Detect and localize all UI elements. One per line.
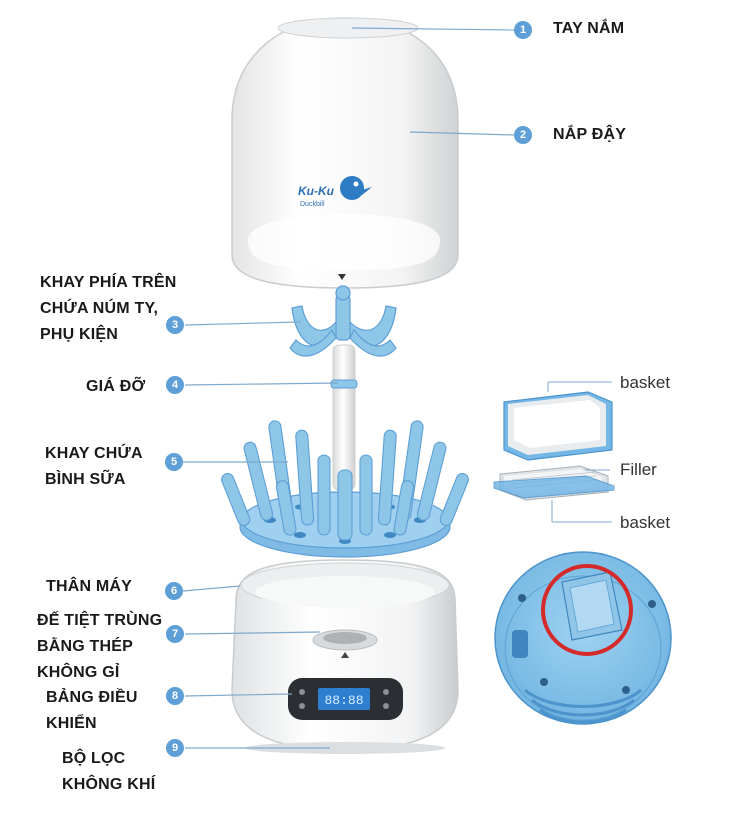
support-pole xyxy=(330,344,358,491)
tag-basket-bottom: basket xyxy=(620,513,671,532)
power-button-icon[interactable] xyxy=(299,689,389,709)
label-khay-phia-tren: KHAY PHÍA TRÊN CHỨA NÚM TY, PHỤ KIỆN xyxy=(40,270,176,348)
label-line: BẰNG THÉP xyxy=(37,638,134,655)
label-line: NẮP ĐẬY xyxy=(553,126,627,143)
label-line: GIÁ ĐỠ xyxy=(86,378,146,395)
highlight-circle-icon xyxy=(541,564,633,656)
marker-3: 3 xyxy=(166,316,184,334)
marker-7: 7 xyxy=(166,625,184,643)
label-tay-nam: TAY NẮM xyxy=(553,16,624,42)
marker-6: 6 xyxy=(165,582,183,600)
label-than-may: THÂN MÁY xyxy=(46,574,132,600)
label-bang-dieu-khien: BẢNG ĐIỀU KHIỂN xyxy=(46,685,138,737)
duck-logo-icon xyxy=(340,176,372,200)
base-underside xyxy=(494,551,672,725)
label-khay-chua: KHAY CHỨA BÌNH SỮA xyxy=(45,441,143,493)
callout-lines xyxy=(182,27,515,749)
label-line: BÌNH SỮA xyxy=(45,471,126,488)
lcd-readout: 88:88 xyxy=(324,693,363,708)
lid-handle-icon xyxy=(277,17,419,39)
marker-9: 9 xyxy=(166,739,184,757)
label-line: KHIỂN xyxy=(46,715,97,732)
bottle-tray xyxy=(221,420,469,558)
label-line: THÂN MÁY xyxy=(46,578,133,595)
marker-5: 5 xyxy=(165,453,183,471)
label-de-tiet-trung: ĐẾ TIỆT TRÙNG BẰNG THÉP KHÔNG GỈ xyxy=(37,608,162,686)
marker-8: 8 xyxy=(166,687,184,705)
marker-2: 2 xyxy=(514,126,532,144)
label-line: KHÔNG GỈ xyxy=(37,664,120,681)
lid: Ku-Ku Duckbill xyxy=(231,17,459,289)
label-line: ĐẾ TIỆT TRÙNG xyxy=(37,612,163,629)
label-line: BẢNG ĐIỀU xyxy=(46,689,138,706)
brand-name: Ku-Ku xyxy=(298,184,335,198)
marker-4: 4 xyxy=(166,376,184,394)
label-line: CHỨA NÚM TY, xyxy=(40,300,159,317)
upper-tray xyxy=(289,285,397,357)
machine-body: 88:88 xyxy=(231,559,459,754)
label-line: KHAY CHỨA xyxy=(45,445,143,462)
label-line: BỘ LỌC xyxy=(62,750,126,767)
label-gia-do: GIÁ ĐỠ xyxy=(86,374,145,400)
filter-assembly xyxy=(493,381,615,523)
lcd-display xyxy=(318,688,370,710)
label-line: KHAY PHÍA TRÊN xyxy=(40,274,177,291)
tag-filler: Filler xyxy=(620,460,657,479)
tag-basket-top: basket xyxy=(620,373,671,392)
marker-1: 1 xyxy=(514,21,532,39)
label-nap-day: NẮP ĐẬY xyxy=(553,122,626,148)
label-bo-loc: BỘ LỌC KHÔNG KHÍ xyxy=(62,746,155,798)
label-line: TAY NẮM xyxy=(553,20,625,37)
brand-subname: Duckbill xyxy=(300,201,325,208)
label-line: KHÔNG KHÍ xyxy=(62,776,156,793)
label-line: PHỤ KIỆN xyxy=(40,326,119,343)
